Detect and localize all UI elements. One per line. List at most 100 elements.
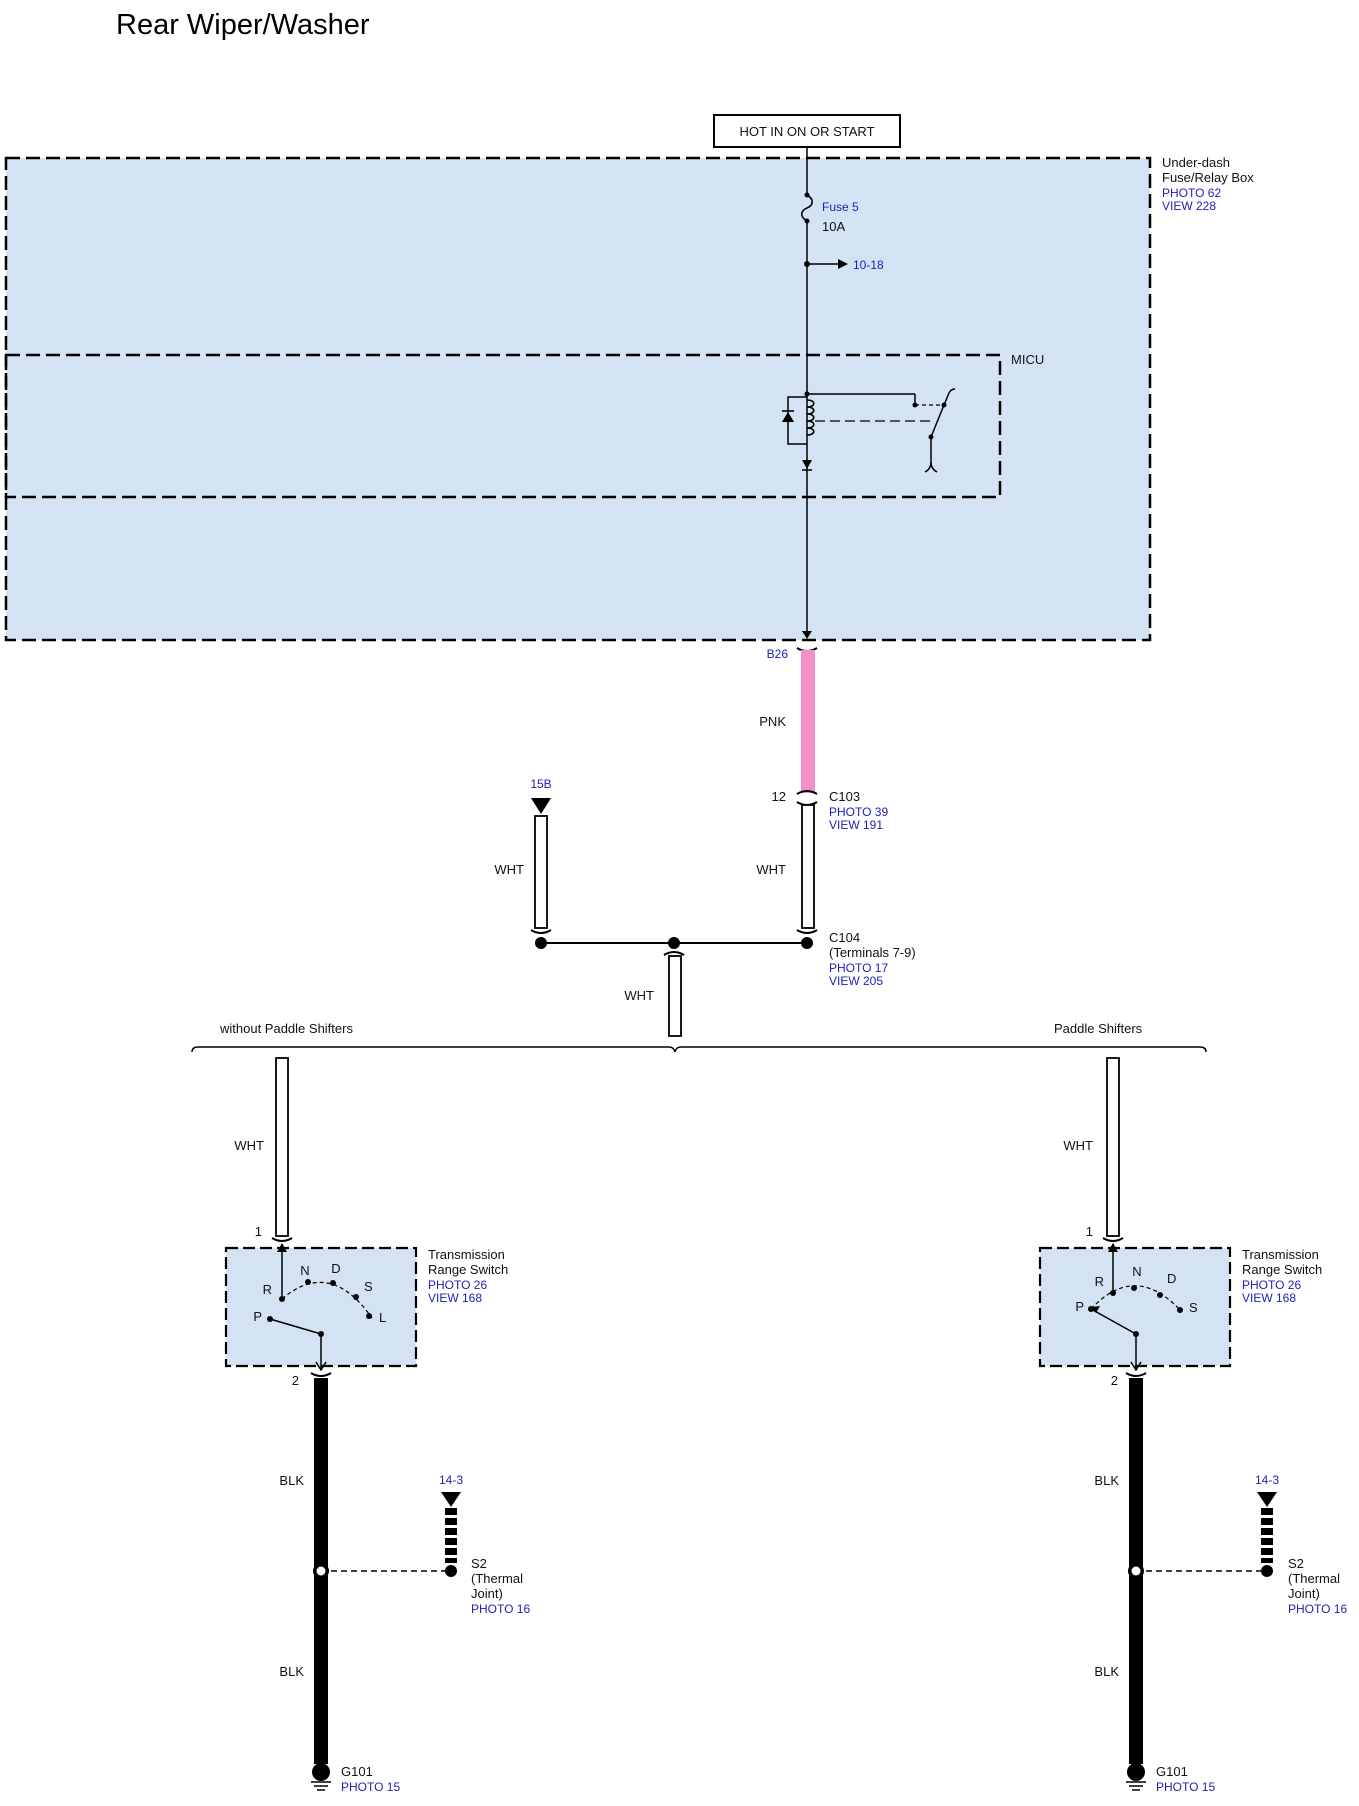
right-trs-dot-d bbox=[1157, 1292, 1163, 1298]
c104-connector-right bbox=[796, 929, 818, 934]
left-wire-blk-label-1: BLK bbox=[279, 1473, 304, 1488]
right-s2-ref[interactable]: 14-3 bbox=[1255, 1473, 1279, 1487]
right-s2-line3: Joint) bbox=[1288, 1586, 1320, 1601]
wire-wht-c103 bbox=[801, 804, 815, 929]
left-wire-blk-label-2: BLK bbox=[279, 1664, 304, 1679]
left-trs-arc bbox=[281, 1281, 373, 1319]
left-trs-pin-out: 2 bbox=[292, 1373, 299, 1388]
c104-dot-center bbox=[668, 937, 680, 949]
left-trs-photo[interactable]: PHOTO 26 bbox=[428, 1278, 487, 1292]
left-trs-dot-s bbox=[353, 1294, 359, 1300]
left-s2-ref[interactable]: 14-3 bbox=[439, 1473, 463, 1487]
right-trs-connector-out bbox=[1125, 1372, 1147, 1377]
left-s2-line3: Joint) bbox=[471, 1586, 503, 1601]
right-trs-pos-s: S bbox=[1189, 1300, 1198, 1315]
relay-out-diode bbox=[802, 460, 812, 469]
fuse-rating: 10A bbox=[822, 219, 845, 234]
left-s2-line1: S2 bbox=[471, 1556, 487, 1571]
fuse-branch-arrow bbox=[838, 259, 848, 269]
c103-view[interactable]: VIEW 191 bbox=[829, 818, 883, 832]
b26-arrow bbox=[802, 631, 812, 639]
left-trs-wiper bbox=[269, 1318, 322, 1335]
left-s2-dot bbox=[445, 1565, 457, 1577]
left-trs-dot-d bbox=[330, 1280, 336, 1286]
fusebox-name-1: Under-dash bbox=[1162, 155, 1230, 170]
right-g101-name: G101 bbox=[1156, 1764, 1188, 1779]
fuse-ref[interactable]: 10-18 bbox=[853, 258, 884, 272]
right-s2-photo[interactable]: PHOTO 16 bbox=[1288, 1602, 1347, 1616]
right-trs-dot-n bbox=[1131, 1285, 1137, 1291]
c104-photo[interactable]: PHOTO 17 bbox=[829, 961, 888, 975]
right-wire-blk-label-1: BLK bbox=[1094, 1473, 1119, 1488]
left-trs-pos-l: L bbox=[379, 1310, 386, 1325]
left-s2-photo[interactable]: PHOTO 16 bbox=[471, 1602, 530, 1616]
left-trs-pos-s: S bbox=[364, 1279, 373, 1294]
left-trs-connector-out bbox=[310, 1372, 332, 1377]
left-trs-name-1: Transmission bbox=[428, 1247, 505, 1262]
micu-outline bbox=[4, 353, 1002, 499]
terminal-b26: B26 bbox=[767, 647, 789, 661]
wire-wht-15b-label: WHT bbox=[494, 862, 524, 877]
left-trs-dot-l bbox=[366, 1313, 372, 1319]
fusebox-outline bbox=[4, 156, 1152, 642]
c103-photo[interactable]: PHOTO 39 bbox=[829, 805, 888, 819]
right-trs-photo[interactable]: PHOTO 26 bbox=[1242, 1278, 1301, 1292]
left-trs-dot-r bbox=[279, 1296, 285, 1302]
left-wire-wht-label: WHT bbox=[234, 1138, 264, 1153]
c104-dot-left bbox=[535, 937, 547, 949]
right-s2-line2: (Thermal bbox=[1288, 1571, 1340, 1586]
right-trs-wiper-head bbox=[1092, 1306, 1100, 1313]
branch-right-label: Paddle Shifters bbox=[1054, 1021, 1143, 1036]
left-trs-view[interactable]: VIEW 168 bbox=[428, 1291, 482, 1305]
right-wire-blk-label-2: BLK bbox=[1094, 1664, 1119, 1679]
left-trs-dot-n bbox=[305, 1279, 311, 1285]
right-g101-photo[interactable]: PHOTO 15 bbox=[1156, 1780, 1215, 1794]
right-s2-dot bbox=[1261, 1565, 1273, 1577]
right-trs-dot-r bbox=[1110, 1290, 1116, 1296]
fusebox-photo[interactable]: PHOTO 62 bbox=[1162, 186, 1221, 200]
c103-pin: 12 bbox=[772, 789, 786, 804]
right-trs-dot-s bbox=[1177, 1307, 1183, 1313]
fuse-name[interactable]: Fuse 5 bbox=[822, 200, 859, 214]
fusebox-name-2: Fuse/Relay Box bbox=[1162, 170, 1254, 185]
left-wire-wht bbox=[275, 1057, 289, 1237]
right-trs-name-2: Range Switch bbox=[1242, 1262, 1322, 1277]
fusebox-view[interactable]: VIEW 228 bbox=[1162, 199, 1216, 213]
right-trs-pos-n: N bbox=[1132, 1264, 1141, 1279]
left-trs-pos-n: N bbox=[300, 1263, 309, 1278]
c103-name: C103 bbox=[829, 789, 860, 804]
c104-connector-left bbox=[530, 929, 552, 934]
right-wire-wht-label: WHT bbox=[1063, 1138, 1093, 1153]
right-trs-pin-in: 1 bbox=[1086, 1224, 1093, 1239]
right-trs-name-1: Transmission bbox=[1242, 1247, 1319, 1262]
right-trs-view[interactable]: VIEW 168 bbox=[1242, 1291, 1296, 1305]
left-trs-name-2: Range Switch bbox=[428, 1262, 508, 1277]
right-g101-node bbox=[1127, 1763, 1145, 1781]
right-wire-wht bbox=[1106, 1057, 1120, 1237]
c104-dot-right bbox=[801, 937, 813, 949]
relay-coil bbox=[806, 399, 815, 436]
wire-wht-center bbox=[668, 955, 682, 1037]
c104-name: C104 bbox=[829, 930, 860, 945]
left-g101-photo[interactable]: PHOTO 15 bbox=[341, 1780, 400, 1794]
left-g101-node bbox=[312, 1763, 330, 1781]
page-title: Rear Wiper/Washer bbox=[116, 9, 370, 41]
c104-view[interactable]: VIEW 205 bbox=[829, 974, 883, 988]
left-trs-out-arrow bbox=[315, 1361, 327, 1372]
right-s2-ref-arrow bbox=[1257, 1492, 1277, 1507]
relay-diode bbox=[782, 412, 794, 422]
left-s2-line2: (Thermal bbox=[471, 1571, 523, 1586]
wire-pnk bbox=[801, 650, 815, 793]
left-trs-pos-r: R bbox=[263, 1282, 272, 1297]
right-trs-wiper bbox=[1090, 1308, 1137, 1335]
left-trs-in-arrow bbox=[277, 1243, 287, 1252]
right-trs-pin-out: 2 bbox=[1111, 1373, 1118, 1388]
left-trs-pos-d: D bbox=[331, 1261, 340, 1276]
ref-15b[interactable]: 15B bbox=[530, 777, 551, 791]
left-g101-name: G101 bbox=[341, 1764, 373, 1779]
branch-brace bbox=[191, 1046, 1207, 1053]
fuse-symbol bbox=[800, 194, 814, 222]
c104-connector-center bbox=[663, 951, 685, 956]
wire-wht-15b bbox=[534, 815, 548, 929]
